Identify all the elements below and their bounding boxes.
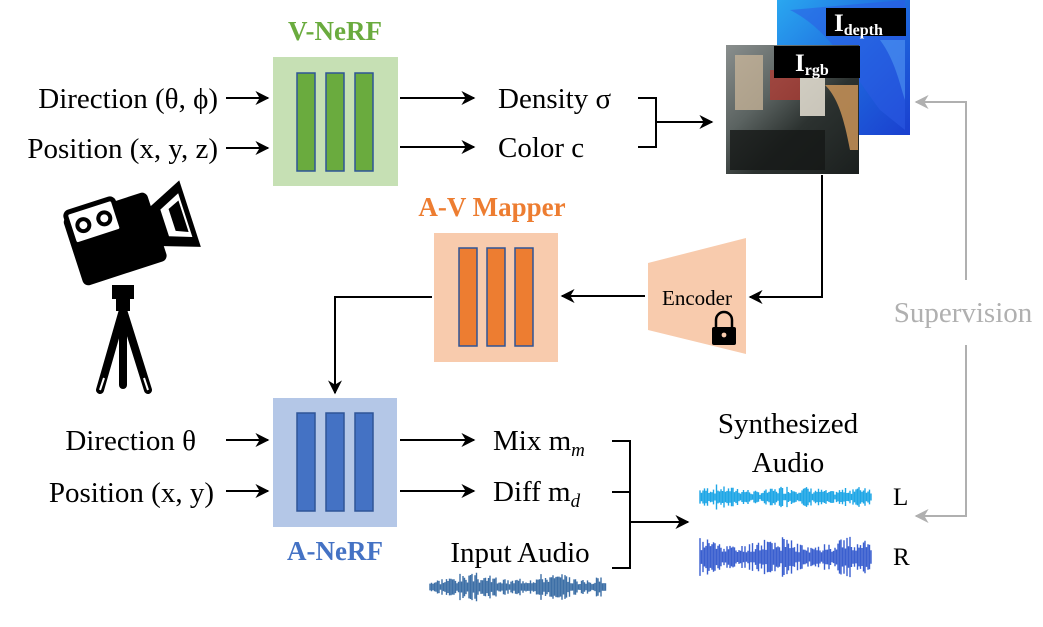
anerf-output-diff: Diff md xyxy=(493,476,581,512)
supervision-label: Supervision xyxy=(894,297,1033,329)
audio-bracket xyxy=(612,440,631,569)
input-audio-waveform xyxy=(429,572,607,602)
encoder-label: Encoder xyxy=(662,286,732,310)
vnerf-layer-1 xyxy=(296,72,316,172)
rgb-image: Irgb xyxy=(726,45,860,174)
supervision-line-top xyxy=(914,95,967,280)
anerf-layer-2 xyxy=(325,412,345,512)
left-channel-waveform xyxy=(699,484,872,510)
vnerf-title: V-NeRF xyxy=(288,16,382,46)
synth-audio-label-line1: Synthesized xyxy=(718,408,859,440)
camera-on-tripod-icon xyxy=(63,180,201,394)
left-channel-label: L xyxy=(893,484,908,511)
depth-label: Idepth xyxy=(834,10,883,39)
encoder-shape xyxy=(648,238,746,354)
anerf-group: A-NeRF Direction θ Position (x, y) Mix m… xyxy=(49,398,690,569)
mapper-layer-1 xyxy=(458,247,478,347)
mapper-layer-3 xyxy=(514,247,534,347)
anerf-title: A-NeRF xyxy=(287,536,383,566)
supervision-group: Supervision xyxy=(894,95,1033,523)
anerf-layer-3 xyxy=(354,412,374,512)
encoder-group: Encoder xyxy=(560,175,823,354)
audio-group: Input Audio Synthesized Audio L R xyxy=(429,408,910,602)
anerf-layer-1 xyxy=(296,412,316,512)
vnerf-layer-2 xyxy=(325,72,345,172)
rgb-label: Irgb xyxy=(795,50,829,79)
vnerf-output-bracket xyxy=(638,97,657,148)
rgb-label-box xyxy=(774,46,860,78)
input-audio-label: Input Audio xyxy=(450,537,589,569)
synth-audio-label-line2: Audio xyxy=(752,447,825,479)
vnerf-input-position: Position (x, y, z) xyxy=(27,133,218,165)
mapper-title: A-V Mapper xyxy=(418,192,565,222)
depth-label-box xyxy=(826,8,906,36)
anerf-output-mix: Mix mm xyxy=(493,425,585,461)
anerf-input-position: Position (x, y) xyxy=(49,477,214,509)
vnerf-layer-3 xyxy=(354,72,374,172)
vnerf-output-density: Density σ xyxy=(498,83,611,115)
mapper-to-anerf-arrow xyxy=(328,296,432,395)
right-channel-waveform xyxy=(699,536,872,578)
right-channel-label: R xyxy=(893,544,910,571)
lock-icon xyxy=(712,310,736,345)
supervision-line-bottom xyxy=(914,345,967,523)
rendered-images: Idepth Irgb xyxy=(726,0,910,174)
mapper-layer-2 xyxy=(486,247,506,347)
vnerf-output-color: Color c xyxy=(498,132,584,164)
anerf-input-direction: Direction θ xyxy=(65,425,196,457)
vnerf-input-direction: Direction (θ, ϕ) xyxy=(38,83,218,115)
render-to-encoder-arrow xyxy=(748,175,823,304)
mapper-group: A-V Mapper xyxy=(328,192,566,395)
vnerf-group: V-NeRF Direction (θ, ϕ) Position (x, y, … xyxy=(27,16,714,186)
